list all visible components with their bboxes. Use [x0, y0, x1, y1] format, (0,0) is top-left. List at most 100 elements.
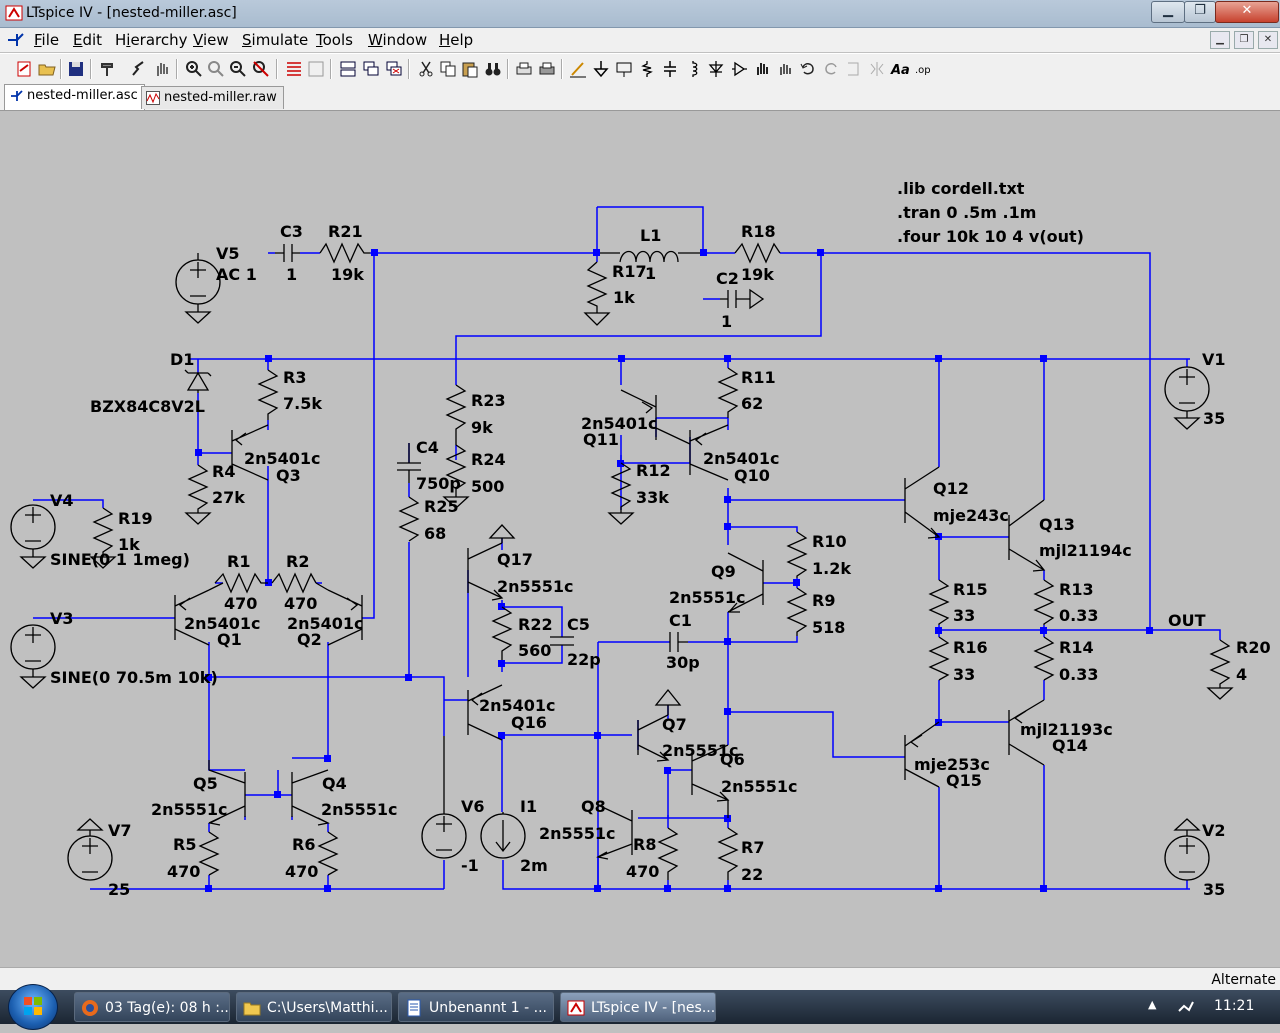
move-hand-icon[interactable] [752, 59, 772, 79]
v7-value[interactable]: 25 [108, 880, 130, 899]
new-schematic-icon[interactable] [14, 59, 34, 79]
q10-value[interactable]: 2n5401c [703, 449, 780, 468]
r21-value[interactable]: 19k [331, 265, 364, 284]
q8-value[interactable]: 2n5551c [539, 824, 616, 843]
r8-name[interactable]: R8 [633, 835, 656, 854]
d1-value[interactable]: BZX84C8V2L [90, 397, 205, 416]
r4-name[interactable]: R4 [212, 462, 235, 481]
c1-name[interactable]: C1 [669, 611, 692, 630]
c3-name[interactable]: C3 [280, 222, 303, 241]
r20-name[interactable]: R20 [1236, 638, 1271, 657]
r8-value[interactable]: 470 [626, 862, 659, 881]
r7-name[interactable]: R7 [741, 838, 764, 857]
r5-name[interactable]: R5 [173, 835, 196, 854]
q9-name[interactable]: Q9 [711, 562, 736, 581]
r2-name[interactable]: R2 [286, 552, 309, 571]
r6-name[interactable]: R6 [292, 835, 315, 854]
document-menu-icon[interactable] [5, 31, 25, 49]
clock[interactable]: 11:21 [1214, 998, 1255, 1014]
q6-value[interactable]: 2n5551c [721, 777, 798, 796]
r13-name[interactable]: R13 [1059, 580, 1094, 599]
q2-value[interactable]: 2n5401c [287, 614, 364, 633]
c5-value[interactable]: 22p [567, 650, 601, 669]
save-icon[interactable] [66, 59, 86, 79]
q8-name[interactable]: Q8 [581, 797, 606, 816]
menu-tools[interactable]: Tools [316, 31, 353, 49]
drag-hand-icon[interactable] [775, 59, 795, 79]
v5-value[interactable]: AC 1 [216, 265, 257, 284]
q11-value[interactable]: 2n5401c [581, 414, 658, 433]
v7-name[interactable]: V7 [108, 821, 132, 840]
print-setup-icon[interactable] [514, 59, 534, 79]
control-panel-hammer-icon[interactable] [98, 59, 118, 79]
r18-name[interactable]: R18 [741, 222, 776, 241]
v3-value[interactable]: SINE(0 70.5m 10k) [50, 668, 218, 687]
directive-lib[interactable]: .lib cordell.txt [897, 179, 1025, 198]
r2-value[interactable]: 470 [284, 594, 317, 613]
q5-name[interactable]: Q5 [193, 774, 218, 793]
q7-value[interactable]: 2n5551c [662, 741, 739, 760]
v4-name[interactable]: V4 [50, 491, 74, 510]
v5-name[interactable]: V5 [216, 244, 240, 263]
r10-name[interactable]: R10 [812, 532, 847, 551]
v1-name[interactable]: V1 [1202, 350, 1226, 369]
resistor-icon[interactable] [637, 59, 657, 79]
q15-name[interactable]: Q15 [946, 771, 982, 790]
r15-value[interactable]: 33 [953, 606, 975, 625]
menu-help[interactable]: Help [439, 31, 474, 49]
menu-edit[interactable]: Edit [73, 31, 103, 49]
paste-icon[interactable] [460, 59, 480, 79]
draw-wire-icon[interactable] [568, 59, 588, 79]
r19-name[interactable]: R19 [118, 509, 153, 528]
c2-name[interactable]: C2 [716, 269, 739, 288]
redo-icon[interactable] [821, 59, 841, 79]
r17-value[interactable]: 1k [613, 288, 635, 307]
menu-view[interactable]: View [193, 31, 229, 49]
tab-schematic[interactable]: nested-miller.asc [4, 84, 145, 110]
taskbar-item-writer[interactable]: Unbenannt 1 - ... [398, 992, 554, 1022]
r22-value[interactable]: 560 [518, 641, 551, 660]
v2-value[interactable]: 35 [1203, 880, 1225, 899]
q2-name[interactable]: Q2 [297, 630, 322, 649]
q17-name[interactable]: Q17 [497, 550, 533, 569]
q3-value[interactable]: 2n5401c [244, 449, 321, 468]
taskbar-item-explorer[interactable]: C:\Users\Matthi... [236, 992, 392, 1022]
component-icon[interactable] [729, 59, 749, 79]
schematic-canvas[interactable]: .lib cordell.txt .tran 0 .5m .1m .four 1… [3, 111, 1277, 967]
mdi-close-button[interactable]: ✕ [1258, 31, 1278, 49]
r5-value[interactable]: 470 [167, 862, 200, 881]
directive-tran[interactable]: .tran 0 .5m .1m [897, 203, 1036, 222]
r23-name[interactable]: R23 [471, 391, 506, 410]
capacitor-icon[interactable] [660, 59, 680, 79]
tab-waveform[interactable]: nested-miller.raw [141, 86, 284, 109]
r15-name[interactable]: R15 [953, 580, 988, 599]
menu-simulate[interactable]: Simulate [242, 31, 309, 49]
inductor-icon[interactable] [683, 59, 703, 79]
q3-name[interactable]: Q3 [276, 466, 301, 485]
menu-file[interactable]: File [34, 31, 60, 49]
maximize-button[interactable]: ❐ [1184, 1, 1216, 23]
r18-value[interactable]: 19k [741, 265, 774, 284]
r19-value[interactable]: 1k [118, 535, 140, 554]
spice-directive-icon[interactable]: .op [913, 59, 933, 79]
q17-value[interactable]: 2n5551c [497, 577, 574, 596]
r7-value[interactable]: 22 [741, 865, 763, 884]
q12-name[interactable]: Q12 [933, 479, 969, 498]
r14-name[interactable]: R14 [1059, 638, 1094, 657]
r9-name[interactable]: R9 [812, 591, 835, 610]
c1-value[interactable]: 30p [666, 653, 700, 672]
net-label-out[interactable]: OUT [1168, 611, 1206, 630]
print-icon[interactable] [537, 59, 557, 79]
q14-value[interactable]: mjl21193c [1020, 720, 1113, 739]
grid-icon[interactable] [306, 59, 326, 79]
q10-name[interactable]: Q10 [734, 466, 770, 485]
zoom-in-icon[interactable] [184, 59, 204, 79]
r11-name[interactable]: R11 [741, 368, 776, 387]
v2-name[interactable]: V2 [1202, 821, 1226, 840]
zoom-fit-icon[interactable] [251, 59, 271, 79]
c3-value[interactable]: 1 [286, 265, 297, 284]
q4-value[interactable]: 2n5551c [321, 800, 398, 819]
tile-horizontal-icon[interactable] [338, 59, 358, 79]
v3-name[interactable]: V3 [50, 609, 74, 628]
r25-value[interactable]: 68 [424, 524, 446, 543]
